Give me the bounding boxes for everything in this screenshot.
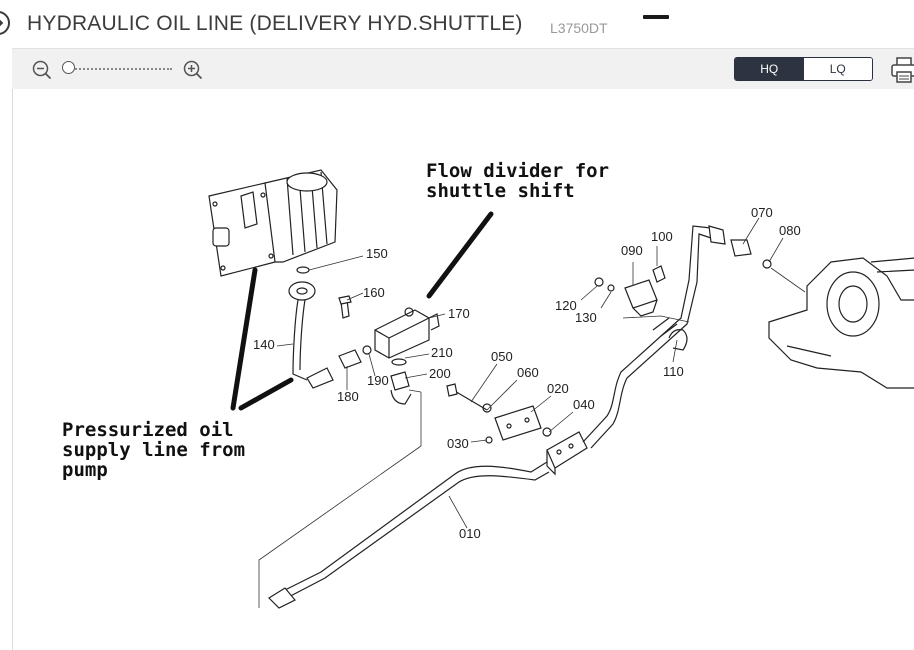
- header-bar: HYDRAULIC OIL LINE (DELIVERY HYD.SHUTTLE…: [0, 0, 914, 48]
- part-label-190: 190: [367, 373, 389, 388]
- part-label-170: 170: [448, 306, 470, 321]
- supply-pointer-1: [230, 267, 258, 411]
- zoom-slider-track[interactable]: [68, 68, 172, 70]
- part-label-110: 110: [663, 364, 684, 379]
- zoom-slider-thumb[interactable]: [62, 61, 75, 74]
- part-label-040: 040: [573, 397, 595, 412]
- supply-line-2: supply line from: [62, 439, 246, 461]
- part-label-210: 210: [431, 345, 453, 360]
- diagram-viewport[interactable]: 150 160 170 140 210 190 200 180 050 060 …: [12, 89, 914, 650]
- flow-divider-pointer: [426, 211, 494, 299]
- pump-assembly: [208, 169, 338, 277]
- part-label-050: 050: [491, 349, 513, 364]
- part-label-160: 160: [363, 285, 385, 300]
- back-arrow-icon[interactable]: [0, 11, 10, 35]
- part-label-020: 020: [547, 381, 569, 396]
- part-label-100: 100: [651, 229, 673, 244]
- hq-button[interactable]: HQ: [735, 58, 804, 80]
- zoom-in-icon[interactable]: [183, 60, 203, 85]
- flow-divider-line-1: Flow divider for: [426, 160, 610, 182]
- page-title: HYDRAULIC OIL LINE (DELIVERY HYD.SHUTTLE…: [27, 12, 523, 35]
- print-icon[interactable]: [890, 56, 914, 89]
- zoom-out-icon[interactable]: [32, 60, 52, 85]
- part-label-140: 140: [253, 337, 275, 352]
- part-label-180: 180: [337, 389, 359, 404]
- lq-button[interactable]: LQ: [803, 58, 872, 80]
- part-label-150: 150: [366, 246, 388, 261]
- minimize-dash-icon[interactable]: [643, 15, 669, 19]
- parts-diagram: 150 160 170 140 210 190 200 180 050 060 …: [208, 169, 914, 609]
- part-label-070: 070: [751, 205, 773, 220]
- viewer-toolbar: HQ LQ: [12, 48, 914, 90]
- flow-divider-line-2: shuttle shift: [426, 180, 575, 202]
- part-label-120: 120: [555, 298, 577, 313]
- transmission-housing: [768, 257, 914, 389]
- part-label-200: 200: [429, 366, 451, 381]
- quality-toggle: HQ LQ: [734, 57, 873, 81]
- part-label-060: 060: [517, 365, 539, 380]
- part-label-130: 130: [575, 310, 597, 325]
- part-label-030: 030: [447, 436, 469, 451]
- supply-line-1: Pressurized oil: [62, 419, 234, 441]
- model-label: L3750DT: [550, 20, 608, 36]
- supply-pointer-2: [238, 377, 294, 411]
- part-label-090: 090: [621, 243, 643, 258]
- supply-line-3: pump: [62, 459, 108, 481]
- part-label-010: 010: [459, 526, 481, 541]
- part-label-080: 080: [779, 223, 801, 238]
